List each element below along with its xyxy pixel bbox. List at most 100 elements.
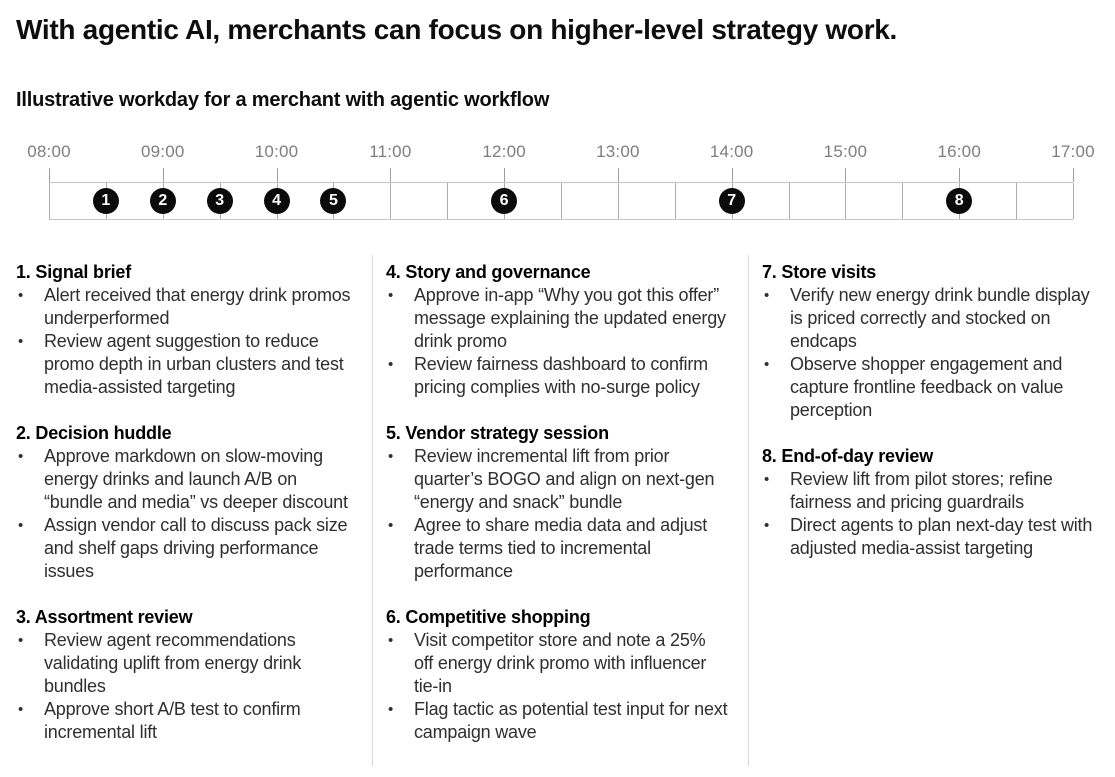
- bullet-text: Review incremental lift from prior quart…: [414, 446, 715, 512]
- bullet-text: Alert received that energy drink promos …: [44, 285, 351, 328]
- bullet-item: • Review fairness dashboard to confirm pr…: [386, 353, 728, 399]
- column-1: 1. Signal brief • Alert received that ener…: [16, 261, 356, 744]
- bullet-item: • Visit competitor store and note a 25% o…: [386, 629, 728, 698]
- timeline: 08:00 09:00 10:00 11:00 12:00 13:00 14:00 15:00…: [27, 142, 1095, 224]
- half-hour-gridline: [1073, 183, 1074, 219]
- section-heading: 3. Assortment review: [16, 607, 193, 627]
- bullet-dot-icon: •: [764, 517, 770, 534]
- half-hour-gridline: [845, 183, 847, 219]
- half-hour-gridline: [788, 183, 790, 219]
- timeline-marker-4: 4: [263, 188, 290, 214]
- timeline-marker-3: 3: [206, 188, 233, 214]
- bullet-dot-icon: •: [764, 356, 770, 373]
- timeline-marker-1: 1: [92, 188, 119, 214]
- bullet-text: Approve in-app “Why you got this offer” …: [414, 285, 726, 351]
- bullet-dot-icon: •: [18, 701, 24, 718]
- timeline-hour-label: 08:00: [27, 142, 71, 161]
- bullet-text: Flag tactic as potential test input for …: [414, 699, 728, 742]
- hour-tick: [162, 168, 164, 182]
- column-2: 4. Story and governance • Approve in-app “…: [386, 261, 728, 744]
- hour-tick: [731, 168, 733, 182]
- section-heading: 8. End-of-day review: [762, 446, 934, 466]
- half-hour-gridline: [447, 183, 449, 219]
- bullet-item: • Approve in-app “Why you got this offer”…: [386, 284, 728, 353]
- timeline-marker-7: 7: [718, 188, 745, 214]
- workday-section: 2. Decision huddle•Approve markdown on s…: [16, 422, 356, 583]
- timeline-marker-6: 6: [491, 188, 518, 214]
- bullet-text: Approve short A/B test to confirm increm…: [44, 699, 301, 742]
- workday-section: 3. Assortment review • Review agent recomm…: [16, 606, 356, 744]
- bullet-text: Verify new energy drink bundle display i…: [790, 285, 1090, 351]
- bullet-text: Agree to share media data and adjust tra…: [414, 515, 707, 581]
- half-hour-gridline: [561, 183, 562, 219]
- workday-section: 4. Story and governance • Approve in-app “…: [386, 261, 728, 399]
- bullet-item: •Verify new energy drink bundle display …: [762, 284, 1104, 353]
- bullet-dot-icon: •: [388, 448, 394, 465]
- section-heading: 1. Signal brief: [16, 262, 132, 282]
- bullet-dot-icon: •: [388, 287, 394, 304]
- workday-section: 6. Competitive shopping•Visit competitor…: [386, 606, 728, 744]
- bullet-text: Review fairness dashboard to confirm pri…: [414, 354, 708, 397]
- half-hour-gridline: [617, 183, 619, 219]
- bullet-text: Review agent suggestion to reduce promo …: [44, 331, 344, 397]
- hour-tick: [504, 168, 506, 182]
- timeline-hour-label: 10:00: [254, 142, 299, 161]
- bullet-dot-icon: •: [18, 287, 24, 304]
- bullet-item: • Approve short A/B test to confirm incre…: [16, 698, 356, 744]
- hour-tick: [1073, 168, 1074, 182]
- timeline-hour-label: 17:00: [1051, 142, 1095, 161]
- timeline-hour-label: 14:00: [709, 142, 754, 161]
- bullet-item: • Assign vendor call to discuss pack size…: [16, 514, 356, 583]
- page-title: With agentic AI, merchants can focus on …: [16, 14, 898, 45]
- bullet-text: Visit competitor store and note a 25% of…: [414, 630, 707, 696]
- column-3: 7. Store visits•Verify new energy drink …: [762, 261, 1104, 560]
- hour-tick: [959, 168, 961, 182]
- bullet-text: Assign vendor call to discuss pack size …: [44, 515, 348, 581]
- column-divider-1: [372, 255, 373, 766]
- section-heading: 2. Decision huddle: [16, 423, 172, 443]
- bullet-item: • Review agent recommendations validating…: [16, 629, 356, 698]
- hour-tick: [845, 168, 847, 182]
- bullet-text: Direct agents to plan next-day test with…: [790, 515, 1093, 558]
- bullet-dot-icon: •: [388, 632, 394, 649]
- bullet-item: • Flag tactic as potential test input for…: [386, 698, 728, 744]
- bullet-dot-icon: •: [18, 517, 24, 534]
- bullet-item: •Approve markdown on slow-moving energy …: [16, 445, 356, 514]
- section-heading: 4. Story and governance: [386, 262, 591, 282]
- bullet-item: •Agree to share media data and adjust tr…: [386, 514, 728, 583]
- bullet-dot-icon: •: [18, 333, 24, 350]
- workday-section: 8. End-of-day review•Review lift from pi…: [762, 445, 1104, 560]
- half-hour-gridline: [390, 183, 392, 219]
- workday-section: 1. Signal brief • Alert received that ener…: [16, 261, 356, 399]
- section-heading: 7. Store visits: [762, 262, 877, 282]
- half-hour-gridline: [902, 183, 904, 219]
- timeline-hour-label: 16:00: [937, 142, 981, 161]
- workday-section: 5. Vendor strategy session • Review increm…: [386, 422, 728, 583]
- bullet-item: • Alert received that energy drink promos…: [16, 284, 356, 330]
- bullet-text: Review lift from pilot stores; refine fa…: [790, 469, 1053, 512]
- page-subtitle: Illustrative workday for a merchant with…: [16, 89, 550, 111]
- bullet-item: •Observe shopper engagement and capture …: [762, 353, 1104, 422]
- hour-tick: [276, 168, 278, 182]
- bullet-item: • Direct agents to plan next-day test wit…: [762, 514, 1104, 560]
- bullet-item: •Review lift from pilot stores; refine f…: [762, 468, 1104, 514]
- half-hour-gridline: [1016, 183, 1018, 219]
- timeline-hour-label: 15:00: [823, 142, 868, 161]
- hour-tick: [617, 168, 619, 182]
- hour-tick: [49, 168, 50, 182]
- bullet-dot-icon: •: [18, 632, 24, 649]
- timeline-hour-label: 09:00: [140, 142, 185, 161]
- timeline-hour-label: 12:00: [482, 142, 526, 161]
- section-heading: 5. Vendor strategy session: [386, 423, 609, 443]
- timeline-marker-2: 2: [149, 188, 176, 214]
- half-hour-gridline: [674, 183, 676, 219]
- timeline-hour-label: 11:00: [369, 142, 412, 161]
- half-hour-gridline: [49, 183, 50, 219]
- bullet-dot-icon: •: [388, 356, 394, 373]
- timeline-hour-label: 13:00: [596, 142, 640, 161]
- workday-section: 7. Store visits•Verify new energy drink …: [762, 261, 1104, 422]
- bullet-dot-icon: •: [388, 701, 394, 718]
- bullet-text: Review agent recommendations validating …: [44, 630, 302, 696]
